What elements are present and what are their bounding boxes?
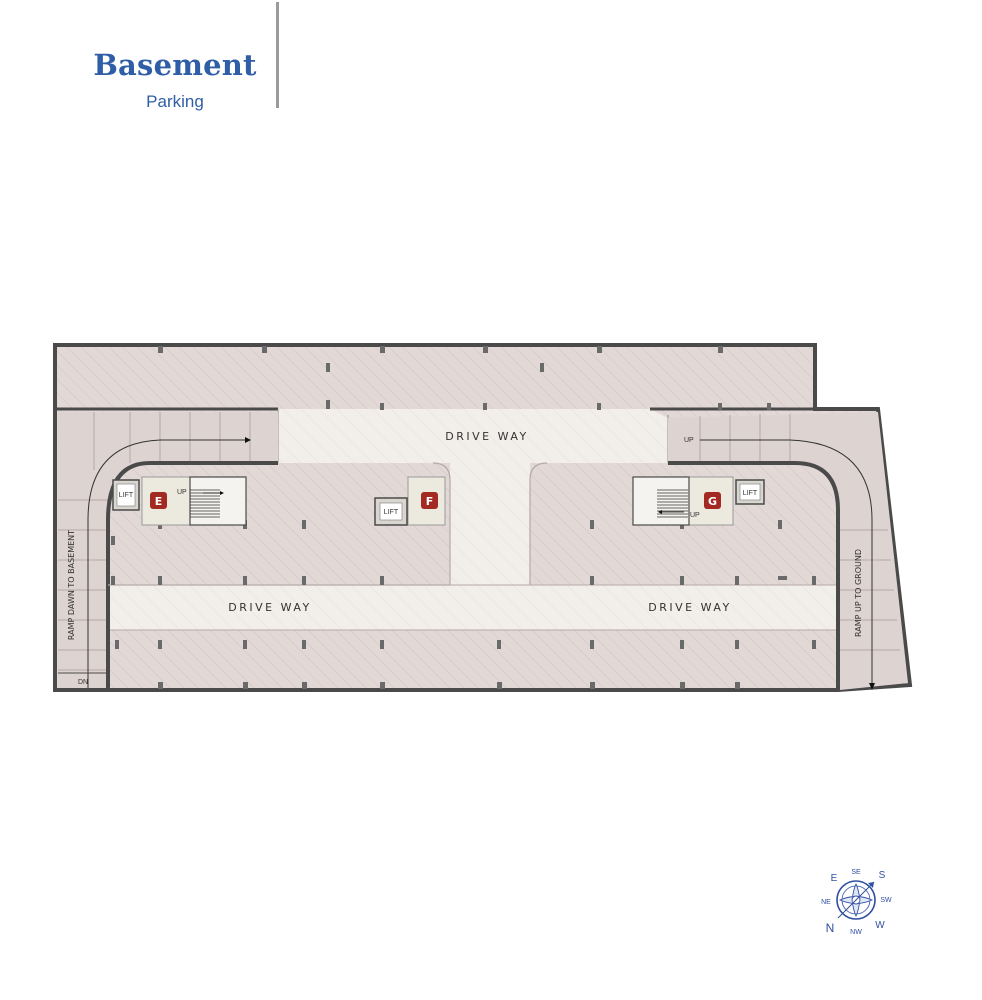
ramp-up: [668, 412, 908, 690]
core-e-tag: E: [155, 495, 163, 508]
compass-se: SE: [851, 869, 861, 876]
core-f: [374, 476, 446, 526]
compass-sw: SW: [880, 897, 892, 904]
drive-way-right-label: DRIVE WAY: [648, 601, 732, 614]
compass-w: W: [875, 920, 885, 931]
drive-way-top-label: DRIVE WAY: [445, 430, 529, 443]
title-divider: [276, 2, 279, 108]
core-e-stair-up: UP: [177, 489, 187, 496]
compass-ne: NE: [821, 899, 831, 906]
compass-rose: [836, 880, 876, 920]
page-title: Basement: [93, 48, 257, 82]
drive-way-left-label: DRIVE WAY: [228, 601, 312, 614]
ramp-down-label: RAMP DAWN TO BASEMENT: [67, 530, 76, 640]
ramp-up-entry-label: UP: [684, 437, 694, 444]
core-e: [112, 476, 247, 526]
top-driveway: [278, 409, 668, 612]
core-g-stair-up: UP: [690, 512, 700, 519]
compass-s: S: [879, 870, 886, 881]
compass-nw: NW: [850, 929, 862, 936]
compass-n: N: [826, 921, 835, 935]
lower-driveway: [108, 585, 838, 630]
compass-e: E: [831, 873, 838, 884]
core-e-lift-label: LIFT: [119, 492, 134, 499]
dn-label: DN: [78, 679, 88, 686]
page-subtitle: Parking: [146, 92, 204, 111]
core-g-tag: G: [708, 495, 717, 508]
core-f-tag: F: [426, 495, 434, 508]
core-g: [632, 476, 765, 526]
core-g-lift-label: LIFT: [743, 490, 758, 497]
ramp-up-label: RAMP UP TO GROUND: [854, 549, 863, 637]
core-f-lift-label: LIFT: [384, 509, 399, 516]
